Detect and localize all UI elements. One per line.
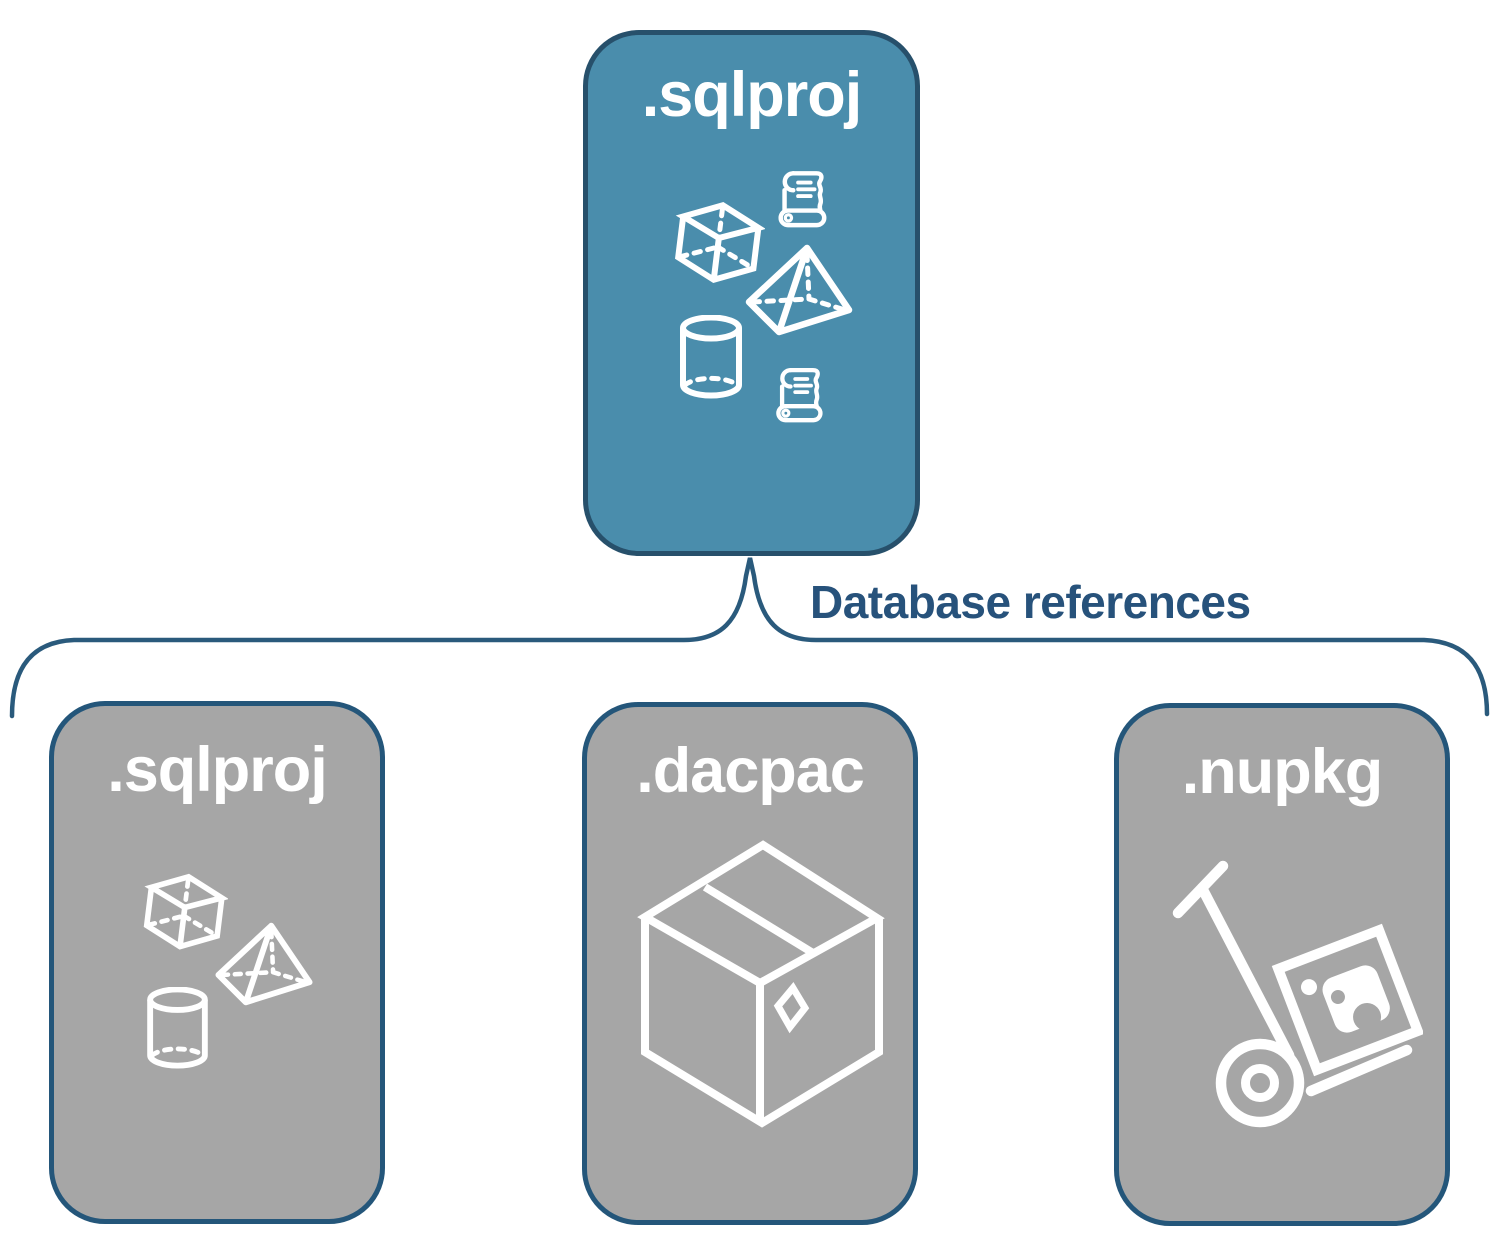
node-sqlproj-root: .sqlproj bbox=[583, 30, 920, 556]
child-node-label: .sqlproj bbox=[107, 735, 328, 805]
edge-label: Database references bbox=[810, 576, 1251, 628]
node-sqlproj-ref: .sqlproj bbox=[49, 701, 385, 1224]
cube-icon bbox=[143, 873, 228, 950]
node-nupkg: .nupkg bbox=[1114, 703, 1450, 1226]
cube-icon bbox=[675, 202, 765, 283]
child-node-label: .nupkg bbox=[1181, 737, 1383, 807]
scroll-icon bbox=[778, 171, 827, 228]
package-box-icon bbox=[637, 840, 885, 1128]
pyramid-icon bbox=[745, 244, 853, 336]
node-dacpac: .dacpac bbox=[582, 702, 918, 1225]
nuget-hand-truck-icon bbox=[1172, 860, 1423, 1128]
brace-path bbox=[9, 557, 1490, 719]
root-node-label: .sqlproj bbox=[641, 60, 863, 130]
scroll-icon bbox=[776, 367, 823, 423]
cylinder-icon bbox=[147, 987, 208, 1069]
pyramid-icon bbox=[215, 922, 313, 1006]
child-node-label: .dacpac bbox=[636, 736, 865, 806]
cylinder-icon bbox=[680, 315, 742, 399]
